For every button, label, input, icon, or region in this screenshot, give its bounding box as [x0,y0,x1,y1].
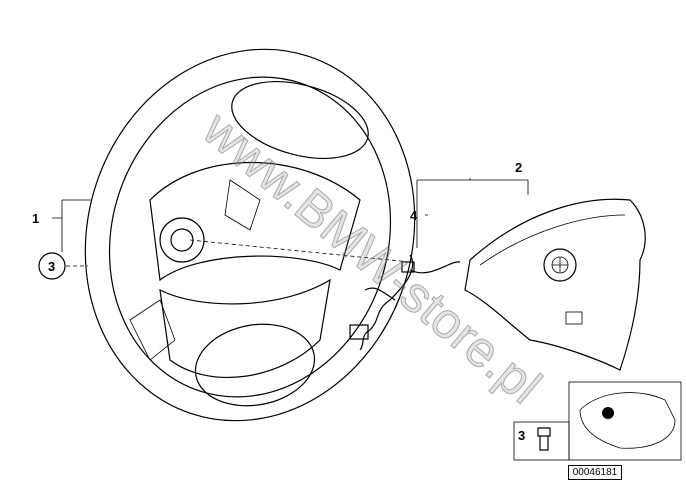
wiring-harness [189,239,461,351]
callout-3-inset: 3 [518,428,525,443]
callout-4: 4 [410,208,418,223]
callout-2: 2 [515,160,522,175]
diagram-number: 00046181 [568,465,622,480]
airbag-module [464,198,646,371]
callout-3-circled: 3 [48,259,55,274]
leader-lines [38,178,529,280]
inset-boxes [513,381,682,461]
steering-wheel [84,48,416,422]
watermark: www.BMW-store.pl [192,100,552,414]
callout-1: 1 [32,211,39,226]
